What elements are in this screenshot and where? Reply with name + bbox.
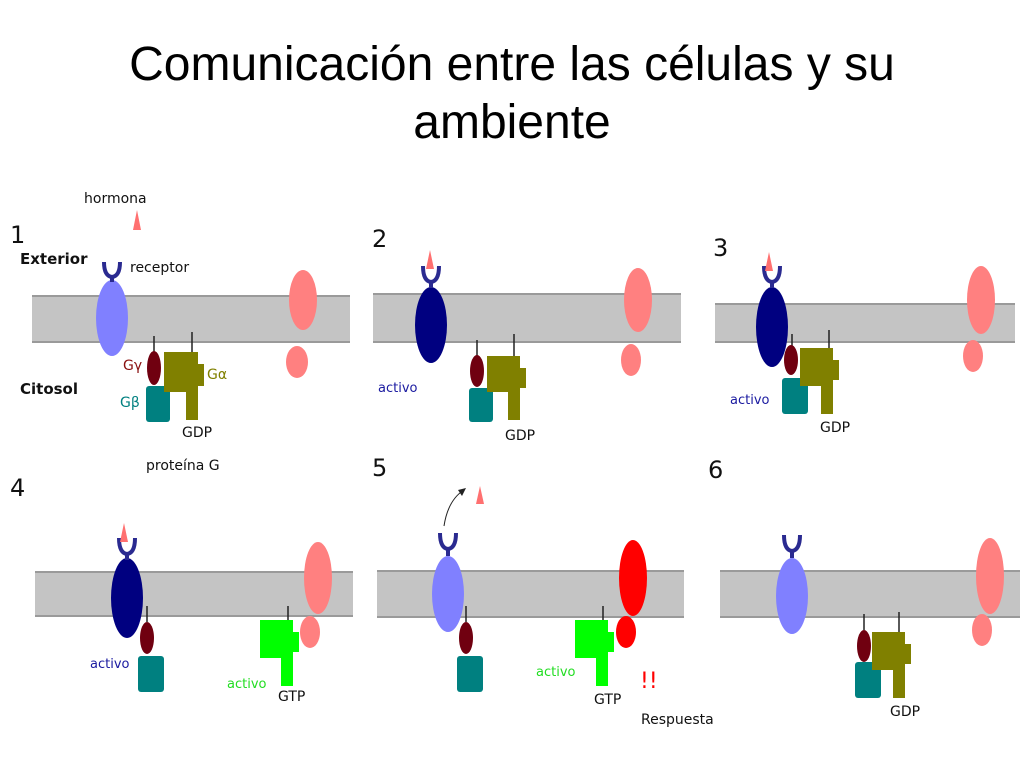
membrane [35,572,353,616]
active-label: activo [378,381,418,396]
effector [624,268,652,332]
gdp-label: GDP [820,420,850,436]
g-alpha-gdp-subunit [872,632,911,698]
effector-lower [963,340,983,372]
receptor-active [111,558,143,638]
gtp-label: GTP [278,689,305,705]
active-label: activo [730,393,770,408]
g-gamma-subunit [147,351,161,385]
receptor [432,556,464,632]
receptor-binding-site [782,534,802,554]
panel-number: 1 [10,221,25,249]
panel-5: 5 activo GTP !! Respuesta [372,454,714,728]
effector [976,538,1004,614]
gdp-label: GDP [182,425,212,441]
effector-active [619,540,647,616]
effector [967,266,995,334]
g-beta-subunit [469,388,493,422]
g-gamma-subunit [857,630,871,662]
g-alpha-gdp-subunit [487,356,526,420]
effector-lower [286,346,308,378]
receptor-label: receptor [130,260,189,276]
effector-lower [621,344,641,376]
g-gamma-label: Gγ [123,358,142,374]
panel-number: 2 [372,225,387,253]
hormone-ligand [120,523,128,542]
receptor [776,558,808,634]
gdp-label: GDP [890,704,920,720]
g-beta-subunit [146,386,170,422]
alarm-marks: !! [640,669,658,694]
hormone-ligand [765,252,773,271]
receptor-active [415,287,447,363]
panel-1: 1 hormona Exterior receptor Citosol Gγ G… [10,191,350,474]
panel-3: 3 activo GDP [713,234,1015,436]
g-gamma-subunit [470,355,484,387]
gtp-label: GTP [594,692,621,708]
arrow-head-icon [458,488,466,496]
protein-g-label: proteína G [146,458,220,474]
g-beta-subunit [138,656,164,692]
slide-title: Comunicación entre las células y su ambi… [0,36,1024,152]
g-alpha-gtp-subunit [575,620,614,686]
g-gamma-subunit [459,622,473,654]
panel-number: 4 [10,474,25,502]
hormone-label: hormona [84,191,147,207]
g-beta-label: Gβ [120,395,140,411]
g-alpha-gdp-subunit [800,348,839,414]
g-alpha-gtp-subunit [260,620,299,686]
hormone-ligand-released [476,486,484,504]
receptor [96,280,128,356]
active-green-label: activo [536,665,576,680]
hormone-ligand [133,210,141,230]
citosol-label: Citosol [20,380,78,398]
membrane [720,571,1020,617]
effector [289,270,317,330]
g-beta-subunit [782,378,808,414]
g-alpha-gdp-subunit [164,352,204,420]
panel-number: 5 [372,454,387,482]
effector-lower [300,616,320,648]
effector-lower [972,614,992,646]
g-gamma-subunit [784,345,798,375]
g-beta-subunit [457,656,483,692]
g-beta-subunit [855,662,881,698]
effector [304,542,332,614]
response-label: Respuesta [641,712,714,728]
panel-2: 2 activo GDP [372,225,681,444]
receptor-binding-site [102,261,122,280]
g-alpha-label: Gα [207,367,227,383]
panel-number: 3 [713,234,728,262]
receptor-active [756,287,788,367]
g-gamma-subunit [140,622,154,654]
title-line-2: ambiente [413,96,611,149]
panel-4: 4 activo activo GTP [10,474,353,705]
panel-6: 6 GDP [708,456,1020,720]
exterior-label: Exterior [20,250,88,268]
release-arrow [443,489,465,527]
hormone-ligand [426,250,434,269]
active-green-label: activo [227,677,267,692]
gdp-label: GDP [505,428,535,444]
active-label: activo [90,657,130,672]
title-line-1: Comunicación entre las células y su [129,38,895,91]
receptor-binding-site [438,532,458,552]
effector-lower-active [616,616,636,648]
panel-number: 6 [708,456,723,484]
